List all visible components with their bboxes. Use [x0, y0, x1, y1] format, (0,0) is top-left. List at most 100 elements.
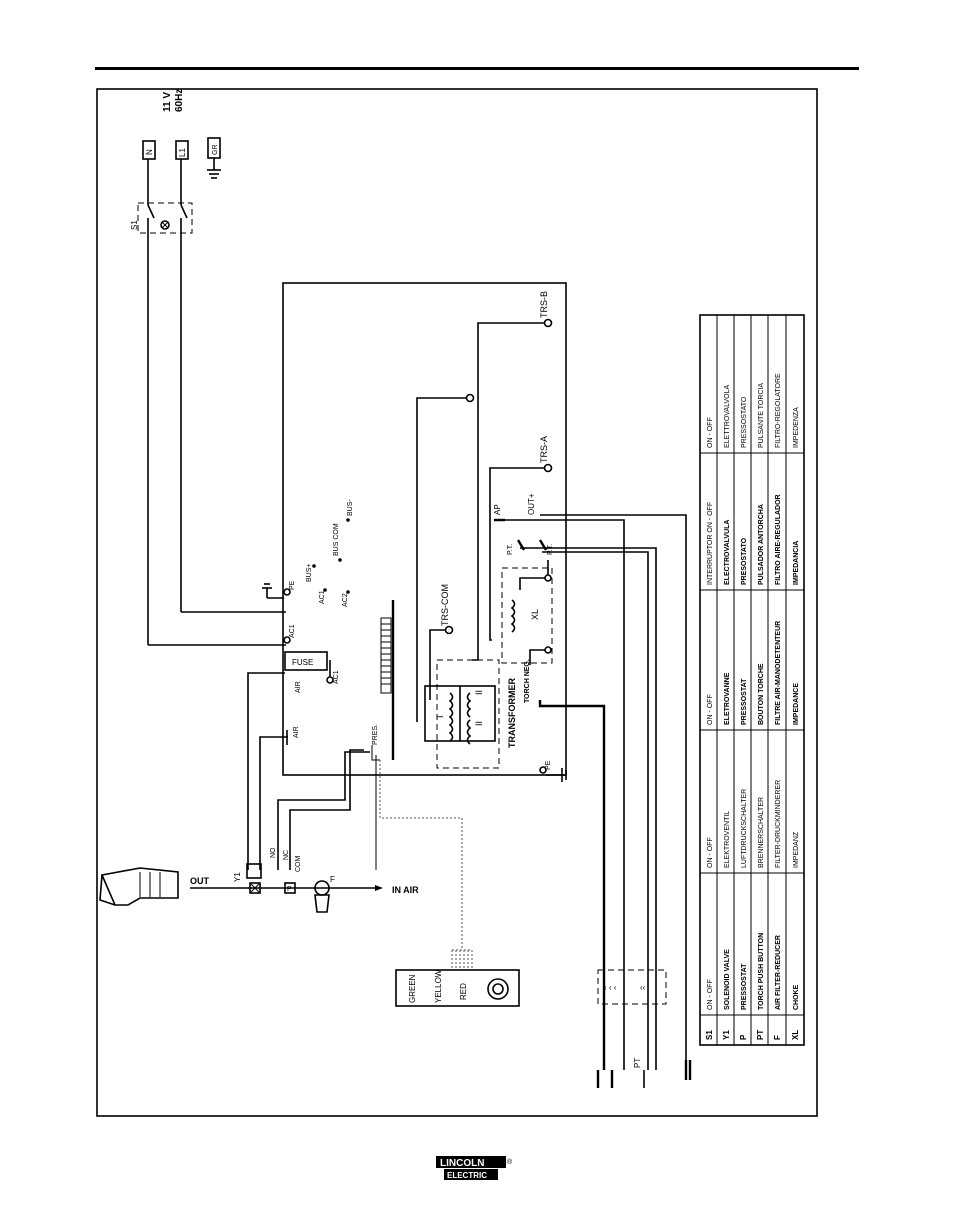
plasma-torch-icon: [99, 867, 179, 906]
terminal-l1-label: L1: [178, 148, 187, 157]
legend-cell-r5-c3: IMPEDANCE: [793, 683, 800, 725]
transformer: [436, 659, 500, 769]
choke-label: XL: [530, 609, 540, 620]
legend-cell-r3-c0: PT: [756, 1030, 765, 1040]
terminal-gr-label: GR: [212, 145, 219, 156]
svg-text:11 V: 11 V: [162, 92, 173, 112]
out-plus-label: OUT+: [527, 493, 536, 515]
legend-cell-r1-c2: ELEKTROVENTIL: [724, 811, 731, 868]
legend-cell-r3-c1: TORCH PUSH BUTTON: [758, 933, 765, 1010]
pressostat-p: [284, 882, 296, 894]
legend-cell-r1-c5: ELETTROVALVOLA: [724, 385, 731, 448]
led-panel: [395, 969, 520, 1007]
nc-label: NC: [283, 850, 290, 860]
trs-com-label: TRS-COM: [440, 584, 450, 626]
trs-a-label: TRS-A: [539, 436, 549, 463]
secondary-winding-2-label: II: [474, 721, 484, 726]
ap-label: AP: [493, 504, 502, 515]
svg-text:60Hz: 60Hz: [174, 89, 185, 112]
legend-cell-r2-c5: PRESSOSTATO: [741, 396, 748, 448]
legend-cell-r3-c2: BRENNERSCHALTER: [758, 797, 765, 868]
ac1-inner-label: AC1: [319, 590, 326, 604]
primary-winding-label: I: [435, 715, 445, 718]
out-label: OUT: [190, 876, 210, 886]
legend-cell-r3-c5: PULSANTE TORCIA: [758, 383, 765, 448]
lincoln-electric-logo: LINCOLN ELECTRIC ®: [436, 1156, 513, 1180]
legend-cell-r4-c5: FILTRO-REGOLATORE: [775, 373, 782, 448]
legend-cell-r4-c2: FILTER-DRUCKMINDERER: [775, 780, 782, 868]
legend-cell-r4-c0: F: [773, 1035, 782, 1040]
switch-s1-label: S1: [130, 220, 139, 230]
svg-text:‹ ‹ ‹: ‹ ‹ ‹: [604, 983, 617, 992]
pt-1-label: P.T.: [507, 544, 514, 555]
legend-cell-r2-c3: PRESSOSTAT: [741, 678, 748, 725]
f-label: F: [330, 875, 335, 884]
fuse: [284, 651, 328, 671]
svg-text:ELECTRIC: ELECTRIC: [447, 1171, 487, 1180]
no-label: NO: [270, 847, 277, 858]
led-yellow-label: YELLOW: [434, 969, 443, 1003]
terminal-n: [142, 140, 156, 160]
pt-label: PT: [633, 1058, 642, 1068]
legend-cell-r4-c3: FILTRE AIR-MANODETENTEUR: [775, 621, 782, 725]
header-rule: [95, 67, 859, 70]
legend-cell-r1-c4: ELECTROVALVULA: [724, 520, 731, 585]
bus-plus-label: BUS+: [306, 564, 313, 582]
svg-text:LINCOLN: LINCOLN: [440, 1158, 484, 1169]
p-label: P: [287, 886, 292, 893]
legend-cell-r3-c4: PULSADOR ANTORCHA: [758, 504, 765, 585]
air-label-1: AIR: [295, 681, 302, 693]
legend-cell-r3-c3: BOUTON TORCHE: [758, 663, 765, 725]
ribbon-connector: [380, 617, 392, 694]
legend-cell-r4-c1: AIR FILTER-REDUCER: [775, 935, 782, 1010]
svg-text:‹‹: ‹‹: [640, 983, 646, 992]
trs-b-label: TRS-B: [539, 291, 549, 318]
legend-cell-r2-c1: PRESSOSTAT: [741, 963, 748, 1010]
legend-cell-r0-c3: ON - OFF: [707, 694, 714, 725]
legend-cell-r5-c5: IMPEDENZA: [793, 407, 800, 448]
legend-table: [699, 314, 805, 1046]
terminal-l1: [175, 140, 189, 160]
supply-voltage-label: 11 V 60Hz: [162, 89, 185, 112]
fuse-label: FUSE: [292, 658, 313, 667]
transformer-label: TRANSFORMER: [507, 678, 517, 748]
legend-cell-r1-c1: SOLENOID VALVE: [724, 949, 731, 1010]
diagram-frame: [96, 88, 818, 1117]
switch-s1: [137, 202, 193, 234]
pressure-knob-icon: [487, 978, 509, 1000]
legend-cell-r1-c0: Y1: [722, 1030, 731, 1040]
ac1-bottom-label: AC1: [333, 670, 340, 684]
legend-cell-r5-c2: IMPEDANZ: [793, 831, 800, 868]
pe-bottom-label: PE: [545, 760, 552, 770]
bus-com-label: BUS COM: [333, 523, 340, 556]
air-label-2: AIR: [293, 726, 300, 738]
legend-cell-r0-c0: S1: [705, 1030, 714, 1040]
in-air-label: IN AIR: [392, 885, 419, 895]
ac1-top-label: AC1: [289, 624, 296, 638]
secondary-winding-1-label: II: [474, 690, 484, 695]
legend-cell-r2-c4: PRESOSTATO: [741, 537, 748, 585]
ac2-label: AC2: [342, 593, 349, 607]
pe-top-label: PE: [289, 580, 296, 590]
y1-label: Y1: [233, 872, 242, 882]
legend-cell-r0-c4: INTERRUPTOR ON - OFF: [707, 502, 714, 585]
choke-xl: [501, 567, 553, 664]
com-label: COM: [295, 856, 302, 873]
torch-connector: [597, 969, 667, 1005]
solenoid-y1: [246, 863, 262, 879]
legend-cell-r2-c2: LUFTDRUCKSCHALTER: [741, 789, 748, 868]
terminal-n-label: N: [145, 149, 154, 155]
legend-cell-r4-c4: FILTRO AIRE-REGULADOR: [775, 494, 782, 585]
legend-cell-r5-c4: IMPEDANCIA: [793, 541, 800, 585]
led-red-label: RED: [459, 983, 468, 1000]
torch-neg-label: TORCH NEG.: [524, 659, 531, 703]
pres-label: PRES.: [372, 724, 379, 745]
led-green-label: GREEN: [408, 974, 417, 1003]
pt-2-label: P.T.: [547, 544, 554, 555]
legend-cell-r0-c2: ON - OFF: [707, 837, 714, 868]
legend-cell-r2-c0: P: [739, 1034, 748, 1040]
bus-minus-label: BUS-: [347, 499, 354, 516]
legend-cell-r1-c3: ELETROVANNE: [724, 672, 731, 725]
